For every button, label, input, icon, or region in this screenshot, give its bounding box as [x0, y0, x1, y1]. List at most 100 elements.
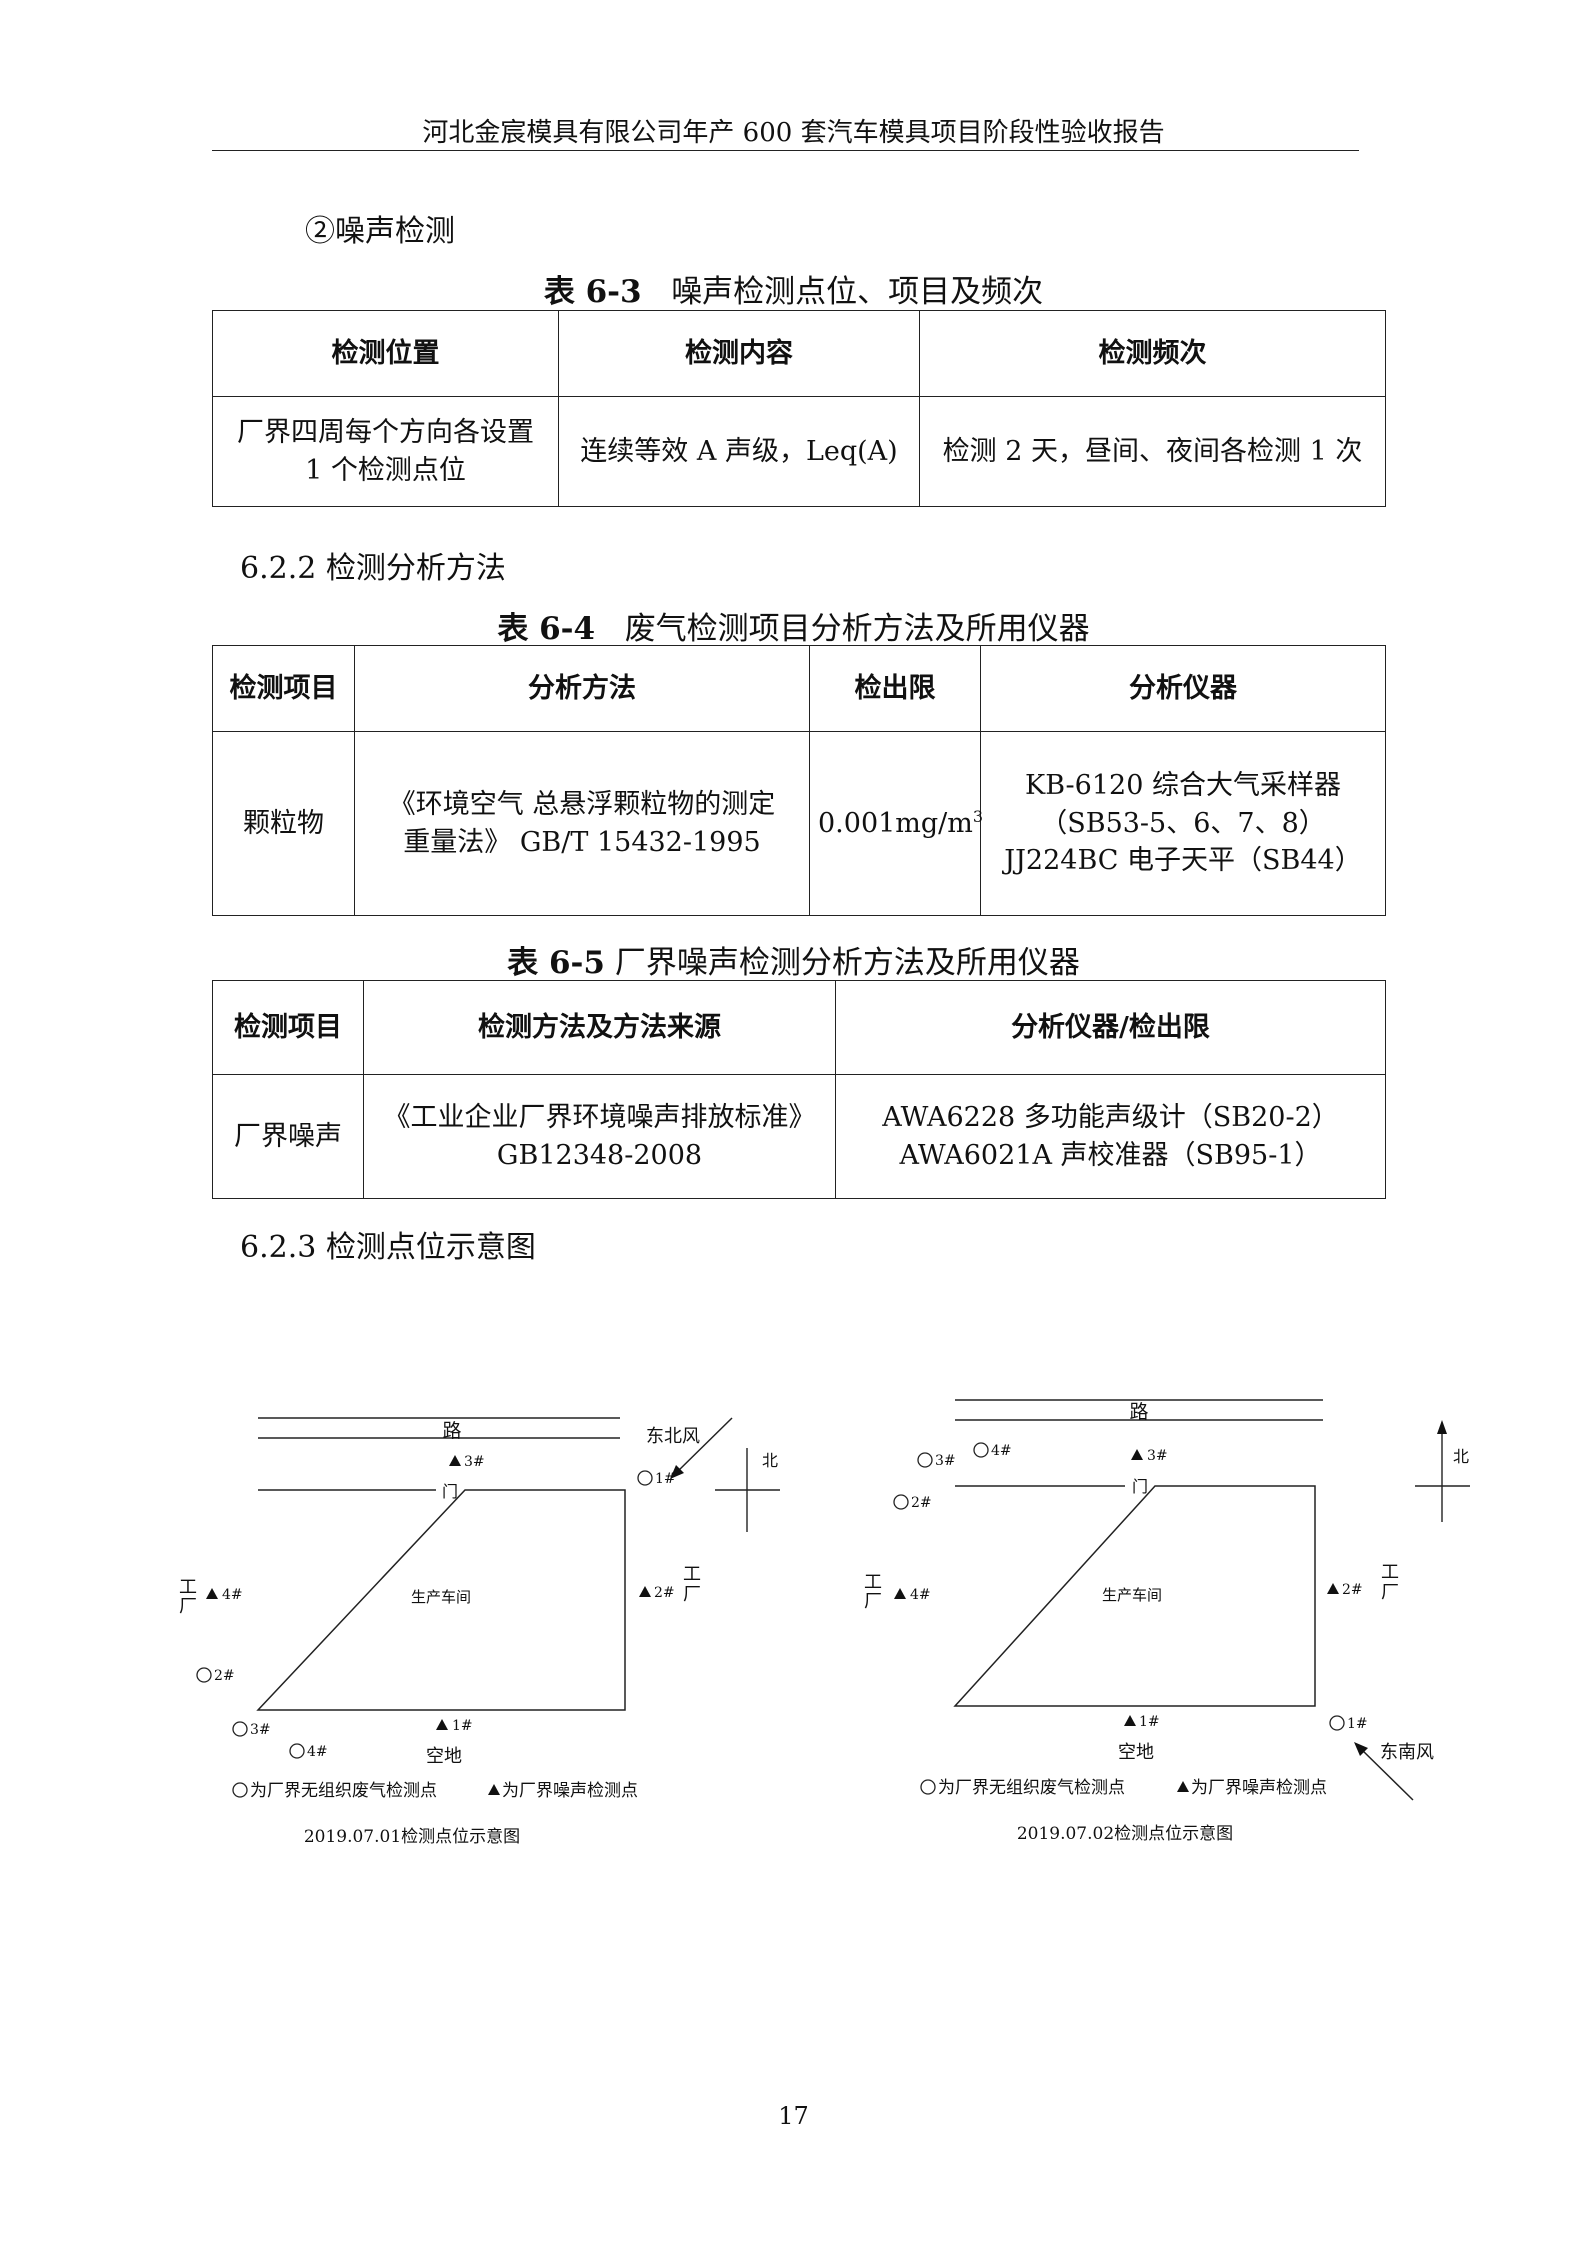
north-label: 北 [762, 1451, 778, 1470]
table3-caption: 表 6-3 噪声检测点位、项目及频次 [0, 266, 1587, 311]
table4-caption-text: 废气检测项目分析方法及所用仪器 [624, 611, 1090, 647]
gas-point-label: 4# [307, 1744, 328, 1760]
gas-point-label: 3# [250, 1722, 271, 1738]
gas-point-label: 2# [911, 1495, 932, 1511]
table5: 检测项目 检测方法及方法来源 分析仪器/检出限 厂界噪声 《工业企业厂界环境噪声… [212, 980, 1386, 1199]
noise-point-label: 3# [1147, 1448, 1168, 1464]
noise-point-label: 3# [464, 1454, 485, 1470]
table4-header-method: 分析方法 [354, 645, 810, 732]
table3-header-frequency: 检测频次 [919, 310, 1386, 397]
legend-noise-label: 为厂界噪声检测点 [1191, 1778, 1327, 1798]
diagram-caption: 2019.07.01检测点位示意图 [304, 1827, 520, 1847]
noise-point-label: 4# [222, 1587, 243, 1603]
noise-point-marker [1131, 1449, 1143, 1460]
north-label: 北 [1453, 1447, 1469, 1466]
table4-cell-item: 颗粒物 [212, 731, 355, 916]
site-diagram-0701: 路 门 生产车间 空地 工 厂 工 厂 3# 4# 2# 1# 1# 2# 3#… [179, 1417, 780, 1847]
table4-limit-value: 0.001mg/m [818, 807, 973, 839]
gate-label: 门 [442, 1482, 458, 1501]
header-title: 河北金宸模具有限公司年产 600 套汽车模具项目阶段性验收报告 [422, 118, 1165, 148]
wind-arrowhead-icon [1354, 1742, 1368, 1756]
factory-right-label-1: 工 [683, 1564, 701, 1585]
gas-point-marker [196, 1667, 212, 1683]
legend-noise-icon [488, 1784, 500, 1795]
wind-arrow-icon [1359, 1747, 1414, 1801]
table4-caption: 表 6-4 废气检测项目分析方法及所用仪器 [0, 603, 1587, 648]
gas-point-label: 2# [214, 1668, 235, 1684]
gas-point-marker [893, 1494, 909, 1510]
table4-header-item: 检测项目 [212, 645, 355, 732]
factory-left-label-2: 厂 [864, 1591, 882, 1612]
table3-cell-content: 连续等效 A 声级，Leq(A) [558, 396, 920, 507]
noise-point-label: 2# [1342, 1582, 1363, 1598]
table4-cell-method: 《环境空气 总悬浮颗粒物的测定 重量法》 GB/T 15432-1995 [354, 731, 810, 916]
table3-header-content: 检测内容 [558, 310, 920, 397]
noise-point-label: 1# [1139, 1714, 1160, 1730]
noise-point-marker [1124, 1715, 1136, 1726]
legend-gas-icon [920, 1779, 936, 1795]
table3-header-position: 检测位置 [212, 310, 559, 397]
table5-cell-method: 《工业企业厂界环境噪声排放标准》 GB12348-2008 [363, 1074, 836, 1199]
factory-right-label-2: 厂 [1381, 1582, 1399, 1603]
table3-cell-position: 厂界四周每个方向各设置 1 个检测点位 [212, 396, 559, 507]
table4-header-limit: 检出限 [809, 645, 981, 732]
road-label: 路 [1129, 1401, 1148, 1423]
page-number: 17 [778, 2102, 809, 2130]
road-label: 路 [442, 1420, 461, 1442]
table3: 检测位置 检测内容 检测频次 厂界四周每个方向各设置 1 个检测点位 连续等效 … [212, 310, 1386, 507]
table5-cell-instrument: AWA6228 多功能声级计（SB20-2） AWA6021A 声校准器（SB9… [835, 1074, 1386, 1199]
table4-caption-number: 表 6-4 [497, 611, 596, 647]
wind-direction-label: 东南风 [1380, 1742, 1434, 1763]
noise-point-label: 2# [654, 1585, 675, 1601]
table3-cell-frequency: 检测 2 天，昼间、夜间各检测 1 次 [919, 396, 1386, 507]
noise-point-marker [639, 1586, 651, 1597]
table5-caption: 表 6-5 厂界噪声检测分析方法及所用仪器 [0, 937, 1587, 982]
bottom-area-label: 空地 [426, 1746, 462, 1767]
gas-point-marker [289, 1743, 305, 1759]
noise-point-marker [1327, 1583, 1339, 1594]
bottom-area-label: 空地 [1118, 1742, 1154, 1763]
legend-gas-icon [232, 1782, 248, 1798]
table5-caption-text: 厂界噪声检测分析方法及所用仪器 [614, 945, 1080, 981]
wind-direction-label: 东北风 [646, 1426, 700, 1447]
gas-point-marker [232, 1721, 248, 1737]
table4-cell-limit: 0.001mg/m3 [809, 731, 984, 916]
gas-point-label: 4# [991, 1443, 1012, 1459]
factory-right-label-2: 厂 [683, 1584, 701, 1605]
section-noise-heading: ②噪声检测 [305, 214, 455, 249]
noise-point-marker [894, 1588, 906, 1599]
legend-noise-label: 为厂界噪声检测点 [502, 1781, 638, 1801]
noise-point-label: 4# [910, 1587, 931, 1603]
factory-right-label-1: 工 [1381, 1562, 1399, 1583]
factory-left-label-1: 工 [179, 1577, 197, 1598]
building-label: 生产车间 [1102, 1586, 1162, 1604]
table3-caption-text: 噪声检测点位、项目及频次 [671, 274, 1044, 310]
legend-gas-label: 为厂界无组织废气检测点 [938, 1778, 1125, 1798]
wind-arrowhead-icon [670, 1465, 684, 1479]
table4-header-instrument: 分析仪器 [980, 645, 1386, 732]
header-rule [212, 150, 1359, 151]
legend-noise-icon [1177, 1781, 1189, 1792]
gas-point-label: 3# [935, 1453, 956, 1469]
table5-cell-item: 厂界噪声 [212, 1074, 364, 1199]
diagram-caption: 2019.07.02检测点位示意图 [1017, 1824, 1233, 1844]
table5-header-method: 检测方法及方法来源 [363, 980, 836, 1075]
legend-gas-label: 为厂界无组织废气检测点 [250, 1781, 437, 1801]
noise-point-label: 1# [452, 1718, 473, 1734]
table5-header-instrument: 分析仪器/检出限 [835, 980, 1386, 1075]
table5-caption-number: 表 6-5 [507, 945, 605, 981]
factory-left-label-2: 厂 [179, 1596, 197, 1617]
building-label: 生产车间 [411, 1588, 471, 1606]
table4-limit-superscript: 3 [972, 806, 984, 826]
factory-left-label-1: 工 [864, 1572, 882, 1593]
table3-caption-number: 表 6-3 [543, 274, 642, 310]
gas-point-label: 1# [655, 1471, 676, 1487]
gas-point-marker [917, 1452, 933, 1468]
noise-point-marker [436, 1719, 448, 1730]
table5-header-item: 检测项目 [212, 980, 364, 1075]
north-arrowhead-icon [1437, 1420, 1447, 1434]
table4-cell-instrument: KB-6120 综合大气采样器 （SB53-5、6、7、8） JJ224BC 电… [980, 731, 1386, 916]
section-622-heading: 6.2.2 检测分析方法 [240, 551, 506, 586]
site-diagram-0702: 路 门 生产车间 空地 工 厂 工 厂 3# 4# 2# 1# 4# 3# 2#… [864, 1399, 1470, 1844]
noise-point-marker [206, 1588, 218, 1599]
